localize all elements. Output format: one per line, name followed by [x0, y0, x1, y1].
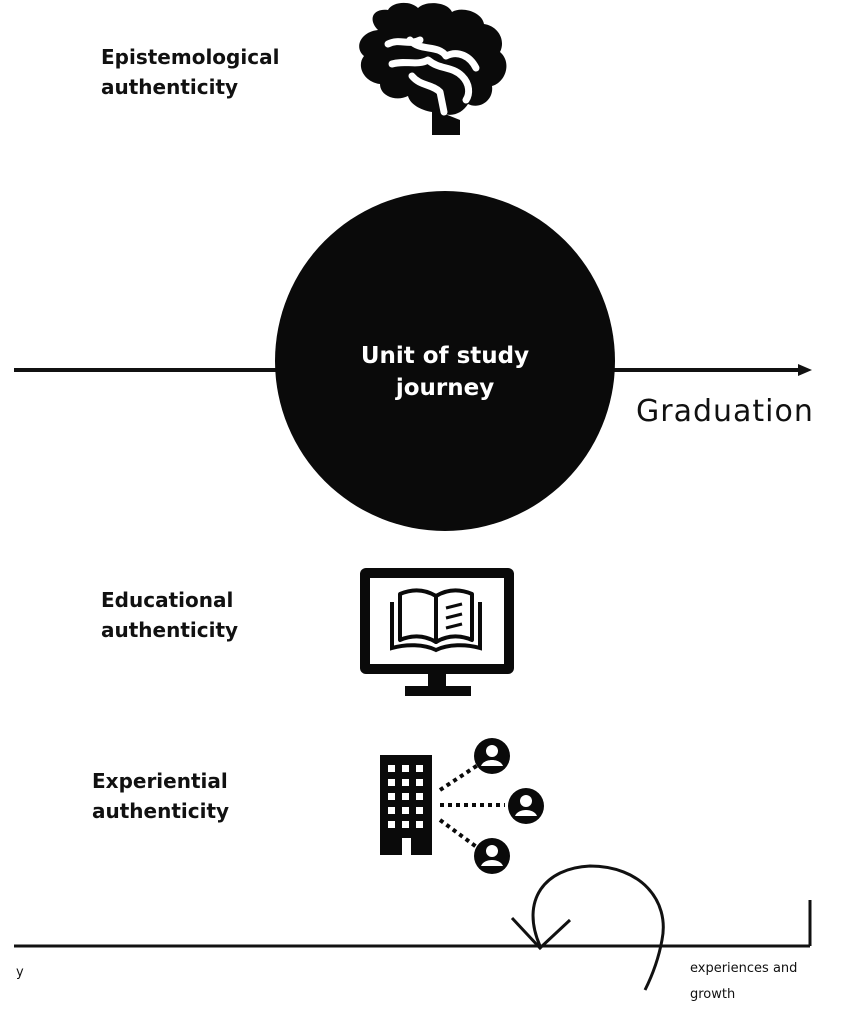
experiential-label: Experiential authenticity [92, 769, 230, 823]
circle-title: Unit of study journey [360, 343, 530, 401]
epistemological-label: Epistemological authenticity [101, 45, 280, 99]
monitor-book-icon [360, 568, 514, 696]
footer-left-fragment: y [16, 965, 24, 980]
journey-arrowhead [798, 364, 812, 376]
circular-arrow-icon [510, 864, 665, 991]
educational-label: Educational authenticity [101, 588, 239, 642]
experiences-growth-label: experiences and growth [690, 961, 798, 1002]
brain-icon [359, 2, 507, 135]
graduation-label: Graduation [636, 394, 814, 429]
person-top-icon [474, 738, 510, 774]
journey-circle [275, 191, 615, 531]
person-bottom-icon [474, 838, 510, 874]
person-middle-icon [508, 788, 544, 824]
building-network-icon [380, 738, 544, 874]
